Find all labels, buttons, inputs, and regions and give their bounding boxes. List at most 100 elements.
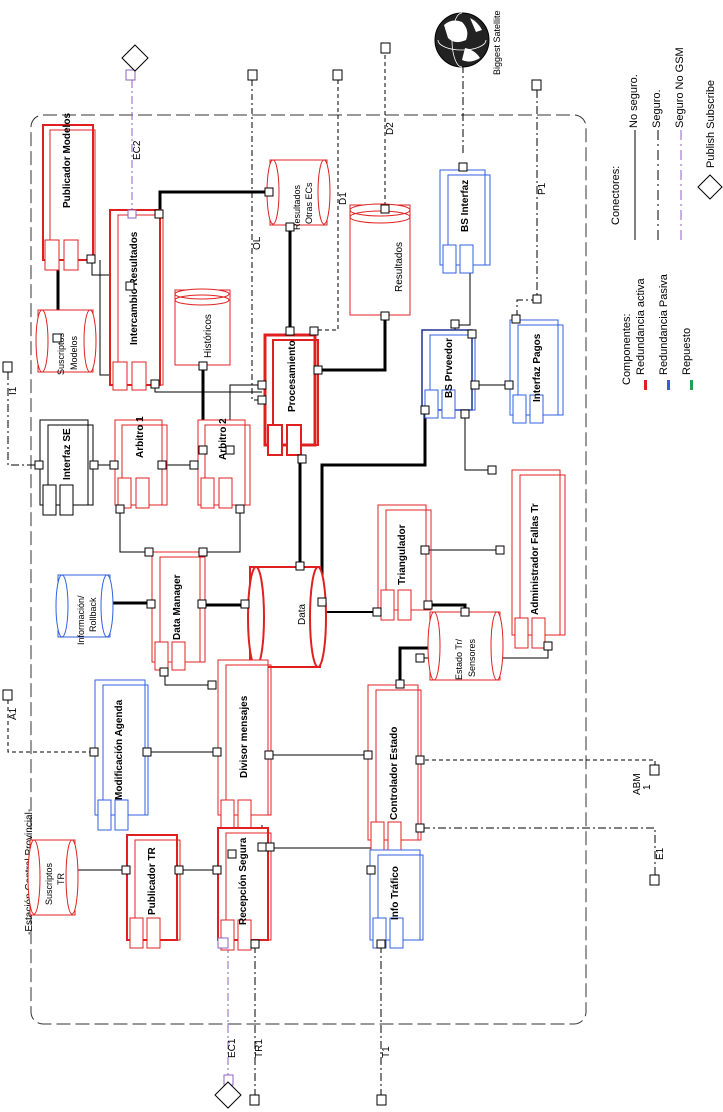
procesamiento[interactable]: Procesamiento (263, 333, 319, 456)
conn-arb2-dm (198, 510, 241, 553)
svg-text:Información/: Información/ (76, 595, 86, 645)
intercambio-resultados[interactable]: Intercambio Resultados (109, 209, 164, 391)
conn-proc-resultados (320, 318, 387, 372)
administrador-fallas-label: Administrador Fallas Tr (530, 503, 541, 615)
bs-proveedor[interactable]: BS Prveedor (421, 329, 476, 419)
ec1-pubsub-diamond (214, 1081, 242, 1109)
interfaz-se-label: Interfaz SE (62, 428, 73, 480)
svg-text:Suscriptos: Suscriptos (44, 862, 54, 905)
recepcion-segura-label: Recepción Segura (238, 837, 249, 925)
svg-text:Resultados: Resultados (292, 184, 302, 230)
svg-text:Rollback: Rollback (88, 597, 98, 632)
svg-text:Históricos: Históricos (203, 314, 214, 358)
a1-line (7, 700, 95, 753)
bs-interfaz-label: BS Interfaz (460, 180, 471, 232)
svg-text:D1: D1 (338, 192, 349, 205)
svg-text:P1: P1 (537, 182, 548, 195)
informacion-rollback-db: Información/ Rollback (55, 574, 114, 645)
svg-text:ABM: ABM (632, 773, 643, 795)
svg-text:A1: A1 (8, 707, 19, 720)
publicador-modelos-label: Publicador Modelos (62, 113, 73, 208)
triangulador-label: Triangulador (397, 524, 408, 585)
satellite-globe-icon (434, 12, 490, 68)
suscriptos-modelos-db: Suscriptos Modelos (35, 309, 97, 375)
controlador-estado-label: Controlador Estado (389, 727, 400, 820)
ec2-endpoint (125, 69, 136, 81)
external-endpoints (2, 42, 660, 1106)
administrador-fallas[interactable]: Administrador Fallas Tr (511, 469, 566, 649)
svg-text:OL: OL (252, 236, 263, 250)
svg-text:D2: D2 (385, 122, 396, 135)
legend: Conectores: No seguro. Seguro. Seguro No… (610, 47, 723, 390)
svg-text:TR: TR (56, 873, 66, 885)
ports (34, 162, 553, 949)
bs-proveedor-label: BS Prveedor (444, 338, 455, 398)
p1-line (516, 90, 538, 322)
interfaz-pagos[interactable]: Interfaz Pagos (509, 319, 564, 424)
svg-text:Publish Subscribe: Publish Subscribe (705, 80, 717, 168)
bs-interfaz[interactable]: BS Interfaz (439, 169, 491, 274)
satellite-label: Biggest Satellite (492, 10, 502, 75)
ec2-pubsub-diamond (121, 44, 149, 72)
interfaz-pagos-label: Interfaz Pagos (532, 333, 543, 402)
divisor-mensajes-label: Divisor mensajes (239, 695, 250, 778)
historicos-db: Históricos (174, 288, 231, 366)
data-manager-label: Data Manager (172, 574, 183, 640)
svg-text:Conectores:: Conectores: (610, 166, 622, 225)
conn-pubmodelos-intercambio (91, 262, 112, 276)
conn-proc-intercambio (154, 385, 262, 393)
svg-text:EC2: EC2 (132, 140, 143, 160)
svg-text:No seguro.: No seguro. (628, 74, 640, 128)
svg-text:I1: I1 (8, 386, 19, 395)
publicador-tr[interactable]: Publicador TR (126, 834, 181, 949)
controlador-estado[interactable]: Controlador Estado (367, 684, 422, 853)
svg-text:Seguro.: Seguro. (651, 89, 663, 128)
svg-text:Redundancia Pasiva: Redundancia Pasiva (658, 273, 670, 375)
arbitro-1-label: Arbitro 1 (135, 416, 146, 458)
svg-text:Resultados: Resultados (394, 242, 405, 292)
connector-labels: EC2 OL D1 D2 P1 I1 A1 ABM 1 E1 EC1 TR1 T… (8, 122, 666, 1058)
conn-bsprov-admin (464, 410, 492, 471)
conn-data-triang (321, 600, 378, 613)
modificacion-agenda-label: Modificación Agenda (114, 699, 125, 800)
triangulador[interactable]: Triangulador (377, 504, 432, 621)
svg-text:Suscriptos: Suscriptos (56, 332, 66, 375)
resultados-otras-ecs-db: Resultados Otras ECs (266, 159, 331, 230)
info-trafico-label: Info Tráfico (390, 866, 401, 920)
svg-text:Modelos: Modelos (69, 335, 79, 370)
svg-text:Estado Tr/: Estado Tr/ (454, 638, 464, 680)
suscriptos-tr-db: Suscriptos TR (27, 839, 79, 916)
abm-line (420, 759, 656, 765)
modificacion-agenda[interactable]: Modificación Agenda (94, 679, 149, 831)
svg-text:Seguro No GSM: Seguro No GSM (674, 47, 686, 128)
publicador-modelos[interactable]: Publicador Modelos (42, 113, 96, 271)
svg-text:Otras ECs: Otras ECs (304, 182, 314, 224)
i1-line (7, 372, 40, 466)
e1-line (420, 827, 656, 875)
station-frame (30, 114, 587, 1025)
svg-text:TR1: TR1 (254, 1039, 265, 1058)
info-trafico[interactable]: Info Tráfico (369, 849, 424, 949)
svg-text:E1: E1 (655, 847, 666, 860)
interfaz-se[interactable]: Interfaz SE (39, 419, 94, 516)
conn-info-recep (270, 847, 373, 870)
data-manager[interactable]: Data Manager (151, 551, 206, 671)
svg-text:EC1: EC1 (227, 1038, 238, 1058)
arbitro-2-label: Arbitro 2 (218, 418, 229, 460)
conn-arb1-dm (119, 510, 150, 553)
estado-sensores-db: Estado Tr/ Sensores (427, 611, 504, 681)
svg-text:Redundancia activa: Redundancia activa (635, 277, 647, 375)
conn-intercambio-resotras (158, 178, 272, 210)
resultados-db: Resultados (349, 203, 411, 316)
svg-text:Componentes:: Componentes: (621, 313, 633, 385)
divisor-mensajes[interactable]: Divisor mensajes (217, 659, 272, 831)
svg-text:Data: Data (297, 603, 308, 625)
arbitro-2[interactable]: Arbitro 2 (197, 418, 251, 509)
ec2-port (127, 209, 137, 219)
svg-text:Repuesto: Repuesto (681, 328, 693, 375)
data-db: Data (247, 566, 327, 668)
arbitro-1[interactable]: Arbitro 1 (114, 416, 168, 509)
publicador-tr-label: Publicador TR (147, 846, 158, 915)
ec1-port (217, 937, 229, 949)
